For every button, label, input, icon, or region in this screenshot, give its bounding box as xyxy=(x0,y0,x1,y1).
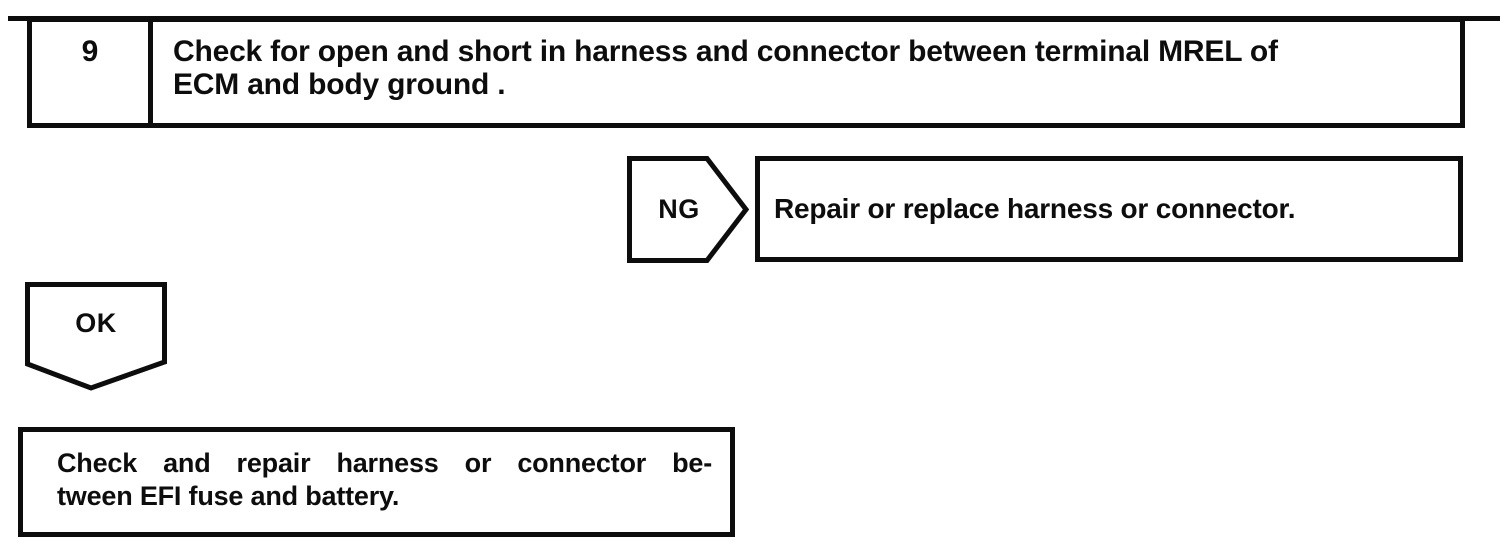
ng-result-text: Repair or replace harness or connector. xyxy=(774,193,1296,224)
step-number: 9 xyxy=(81,35,99,68)
ok-result-line-2: tween EFI fuse and battery. xyxy=(57,481,400,511)
ok-pentagon-icon xyxy=(25,282,167,391)
ok-result-box: Check and repair harness or connector be… xyxy=(18,427,735,537)
ng-label: NG xyxy=(658,194,700,224)
ok-connector-shape: OK xyxy=(25,282,167,391)
instruction-line-2: ECM and body ground . xyxy=(173,68,506,101)
instruction-line-1: Check for open and short in harness and … xyxy=(173,35,1278,68)
ng-pentagon-icon xyxy=(627,156,749,263)
ok-label: OK xyxy=(75,307,117,338)
ok-result-line-1: Check and repair harness or connector be… xyxy=(57,448,712,478)
ng-result-box: Repair or replace harness or connector. xyxy=(755,156,1463,262)
step-instruction: Check for open and short in harness and … xyxy=(153,22,1292,123)
ng-connector-shape: NG xyxy=(627,156,749,263)
step-box: 9 Check for open and short in harness an… xyxy=(27,17,1465,128)
step-number-cell: 9 xyxy=(32,22,153,123)
